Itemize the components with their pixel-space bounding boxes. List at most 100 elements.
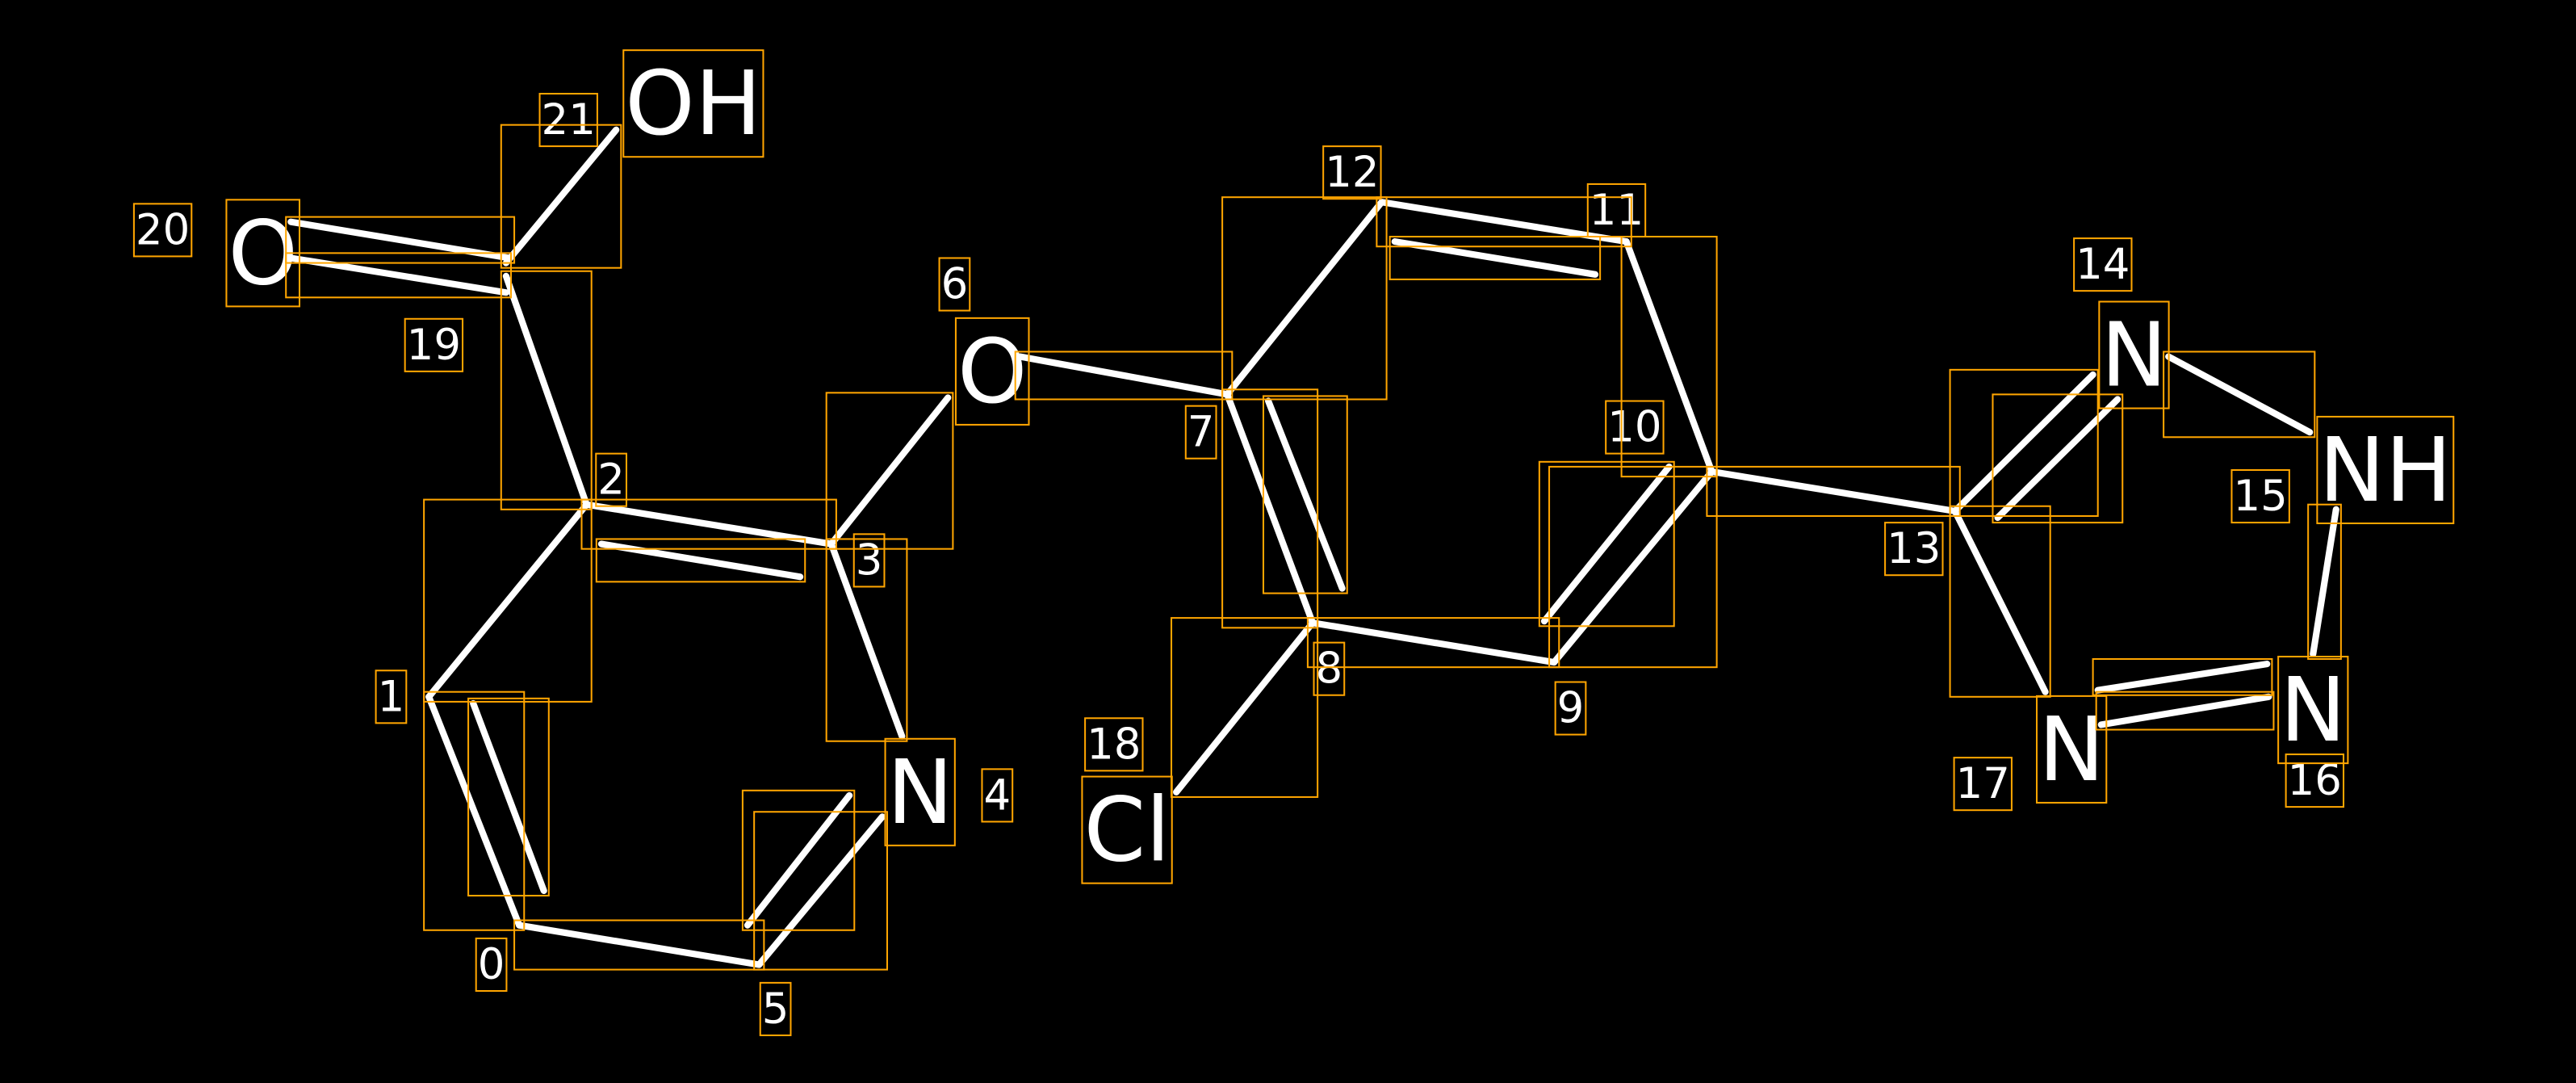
atom-index-17: 17 (1956, 759, 2010, 808)
bond-19-21 (502, 126, 620, 267)
label-bounding-box (938, 257, 971, 312)
bond-bounding-box (285, 216, 516, 264)
bond-bounding-box (825, 538, 908, 742)
label-bounding-box (1884, 522, 1944, 577)
bond-17-13 (1951, 507, 2049, 695)
bond-bounding-box (1949, 505, 2051, 698)
label-bounding-box (538, 92, 598, 148)
label-bounding-box (1313, 641, 1346, 696)
label-bounding-box (2277, 656, 2349, 765)
label-bounding-box (225, 199, 301, 308)
atom-index-9: 9 (1557, 684, 1585, 733)
atom-index-14: 14 (2075, 240, 2130, 289)
bond-bounding-box (2307, 503, 2342, 661)
bond-bounding-box (1306, 617, 1560, 669)
label-bounding-box (375, 670, 408, 724)
bond-7-8 (1224, 391, 1346, 627)
atom-index-8: 8 (1316, 644, 1343, 694)
bond-bounding-box (423, 498, 593, 703)
label-bounding-box (954, 317, 1030, 426)
bond-8-18 (1173, 619, 1317, 795)
bond-bounding-box (1171, 617, 1319, 798)
bond-bounding-box (285, 252, 513, 299)
label-bounding-box (852, 533, 886, 588)
label-bounding-box (981, 768, 1014, 823)
bond-bounding-box (1949, 368, 2099, 517)
label-bounding-box (1084, 717, 1144, 772)
bond-bounding-box (467, 697, 550, 897)
label-bounding-box (759, 981, 792, 1036)
label-bounding-box (404, 317, 464, 372)
bond-10-11 (1623, 238, 1715, 476)
atom-label-n17: N (2038, 698, 2105, 801)
bond-bounding-box (741, 789, 856, 931)
bond-2-19 (502, 272, 590, 508)
bond-14-15 (2165, 353, 2314, 436)
atom-index-5: 5 (762, 984, 790, 1034)
bond-bounding-box (2092, 657, 2273, 696)
bond-bounding-box (1992, 393, 2124, 524)
atom-index-3: 3 (856, 535, 883, 585)
bounding-boxes (132, 49, 2455, 1036)
bond-bounding-box (2163, 351, 2316, 439)
bond-0-1 (425, 693, 547, 929)
atom-label-oh21: OH (625, 52, 761, 155)
label-bounding-box (2230, 468, 2290, 524)
atom-index-2: 2 (597, 455, 625, 505)
bond-bounding-box (1376, 196, 1632, 248)
atom-index-16: 16 (2288, 756, 2342, 805)
bond-bounding-box (1221, 388, 1319, 629)
label-bounding-box (1953, 757, 2013, 812)
atom-label-cl18: Cl (1083, 779, 1170, 882)
label-bounding-box (1081, 775, 1173, 884)
label-bounding-box (2316, 415, 2455, 525)
atom-index-21: 21 (542, 95, 596, 145)
bond-bounding-box (500, 270, 593, 510)
atom-index-1: 1 (378, 672, 405, 721)
atom-label-n16: N (2280, 658, 2346, 762)
label-bounding-box (2285, 753, 2345, 808)
bond-bounding-box (500, 124, 622, 269)
bond-bounding-box (1620, 236, 1718, 478)
atom-label-n14: N (2101, 304, 2167, 407)
atom-label-nh15: NH (2318, 418, 2452, 522)
label-bounding-box (1605, 400, 1665, 455)
atom-index-6: 6 (941, 260, 969, 309)
atom-index-10: 10 (1607, 403, 1661, 452)
label-bounding-box (2073, 237, 2133, 292)
label-bounding-box (2098, 300, 2170, 409)
label-bounding-box (1586, 183, 1647, 238)
label-bounding-box (2035, 695, 2108, 804)
bond-bounding-box (1538, 460, 1675, 628)
bond-bounding-box (513, 919, 765, 971)
atom-index-20: 20 (136, 205, 190, 254)
bond-bounding-box (1221, 196, 1388, 401)
bond-bounding-box (1706, 465, 1961, 517)
bond-1-2 (425, 501, 590, 700)
atom-index-15: 15 (2234, 472, 2288, 521)
atom-index-0: 0 (478, 940, 505, 989)
bond-12-7 (1224, 199, 1385, 398)
bond-bounding-box (2095, 691, 2275, 731)
bond-bounding-box (1262, 395, 1348, 594)
atom-index-4: 4 (983, 770, 1011, 820)
label-bounding-box (1184, 405, 1217, 460)
atom-index-12: 12 (1325, 148, 1379, 197)
label-bounding-box (1554, 681, 1587, 736)
atom-label-o6: O (957, 320, 1027, 423)
bond-bounding-box (580, 498, 837, 550)
label-bounding-box (132, 203, 193, 258)
bond-4-5 (743, 791, 886, 968)
bond-10-13 (1708, 468, 1958, 514)
bond-3-6 (827, 394, 952, 548)
bond-bounding-box (1548, 465, 1718, 669)
bond-8-9 (1309, 619, 1558, 666)
bond-5-0 (516, 921, 763, 968)
label-bounding-box (1322, 145, 1382, 200)
atom-label-n4: N (887, 741, 953, 844)
atom-index-7: 7 (1187, 408, 1215, 457)
atom-index-11: 11 (1590, 186, 1644, 235)
bond-bounding-box (753, 811, 889, 971)
label-bounding-box (475, 937, 508, 993)
